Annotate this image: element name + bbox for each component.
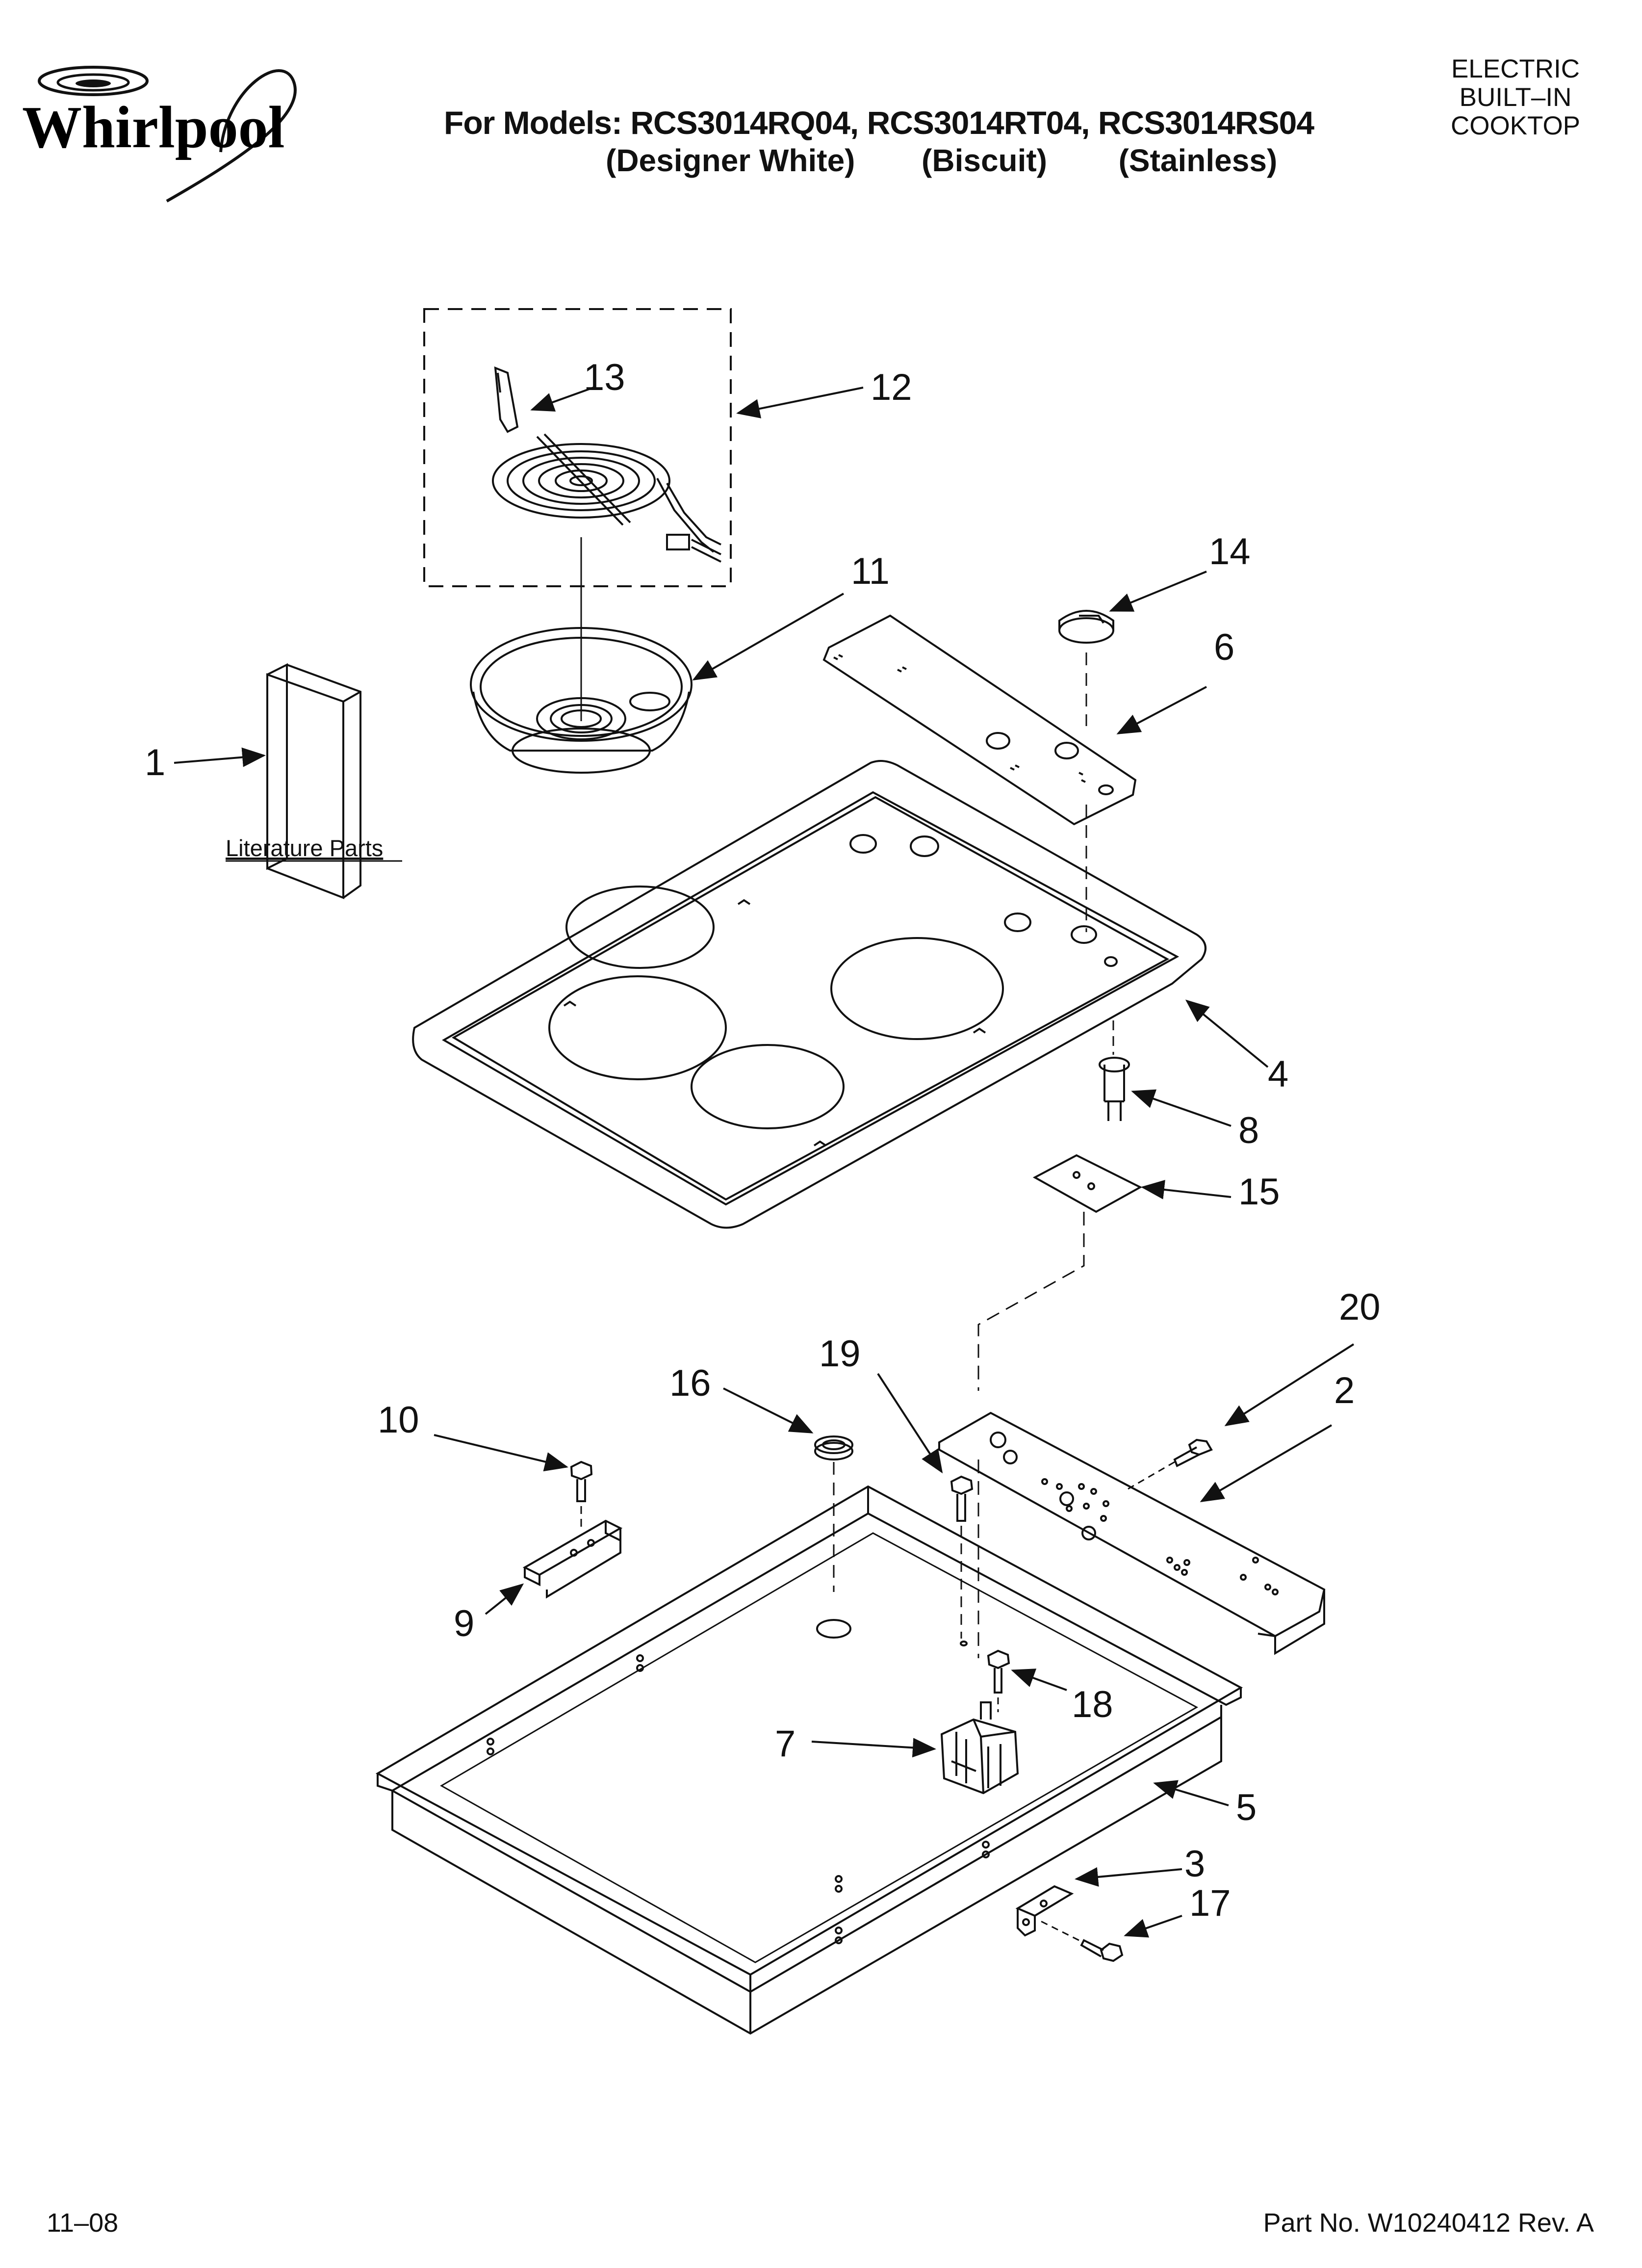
callout-9: 9 bbox=[454, 1603, 474, 1644]
callout-20: 20 bbox=[1339, 1286, 1381, 1328]
variant-designer-white: (Designer White) bbox=[606, 143, 855, 178]
bottom-box bbox=[375, 1485, 1243, 2035]
drip-bowl bbox=[470, 627, 693, 774]
control-panel-overlay bbox=[822, 614, 1137, 826]
callout-16: 16 bbox=[669, 1362, 711, 1404]
literature-parts-label: Literature Parts bbox=[226, 835, 383, 861]
indicator-light bbox=[1099, 1020, 1130, 1121]
callout-7: 7 bbox=[775, 1723, 795, 1765]
screw-10 bbox=[570, 1460, 593, 1528]
callout-6: 6 bbox=[1214, 626, 1234, 668]
literature-booklet bbox=[266, 663, 361, 899]
product-type-line-2: BUILT–IN bbox=[1459, 83, 1572, 112]
callout-10: 10 bbox=[378, 1399, 419, 1441]
revision-date: 11–08 bbox=[47, 2208, 119, 2238]
brand-name: Whirlpool bbox=[22, 94, 285, 160]
part-number: Part No. W10240412 Rev. A bbox=[1263, 2208, 1594, 2238]
surface-element-assembly bbox=[423, 308, 732, 587]
callout-5: 5 bbox=[1236, 1787, 1257, 1828]
grommet bbox=[814, 1435, 853, 1592]
switch-7 bbox=[940, 1701, 1019, 1795]
callout-13: 13 bbox=[584, 357, 625, 398]
callout-numbers: 1 2 3 4 5 6 7 8 9 10 11 12 13 14 15 16 1… bbox=[145, 357, 1381, 1924]
callout-3: 3 bbox=[1184, 1843, 1205, 1885]
knob bbox=[1058, 610, 1114, 644]
callout-17: 17 bbox=[1189, 1882, 1231, 1924]
product-type-line-3: COOKTOP bbox=[1450, 111, 1581, 140]
callout-12: 12 bbox=[871, 366, 912, 408]
screw-19 bbox=[950, 1475, 974, 1639]
cooktop-main-top bbox=[412, 760, 1206, 1229]
corner-bracket-3 bbox=[1015, 1885, 1074, 1937]
control-bracket bbox=[938, 1411, 1326, 1655]
callout-8: 8 bbox=[1238, 1110, 1259, 1151]
screw-18 bbox=[987, 1649, 1010, 1712]
product-type-line-1: ELECTRIC bbox=[1451, 54, 1580, 83]
callout-14: 14 bbox=[1209, 531, 1251, 573]
screw-20 bbox=[1128, 1438, 1213, 1490]
callout-15: 15 bbox=[1238, 1171, 1280, 1213]
variant-biscuit: (Biscuit) bbox=[922, 143, 1048, 178]
callout-11: 11 bbox=[851, 550, 890, 592]
callout-4: 4 bbox=[1268, 1053, 1288, 1095]
leader-lines bbox=[174, 387, 1355, 1938]
models-title: For Models: RCS3014RQ04, RCS3014RT04, RC… bbox=[444, 104, 1314, 141]
insulator-pad bbox=[1032, 1154, 1143, 1213]
callout-19: 19 bbox=[819, 1333, 861, 1375]
mounting-bracket-9 bbox=[522, 1519, 623, 1599]
callout-1: 1 bbox=[145, 742, 165, 783]
variant-stainless: (Stainless) bbox=[1118, 143, 1278, 178]
model-variants: (Designer White) (Biscuit) (Stainless) bbox=[606, 142, 1277, 179]
whirlpool-logo: Whirlpool bbox=[20, 54, 334, 216]
screw-17 bbox=[1039, 1920, 1124, 1962]
product-type: ELECTRIC BUILT–IN COOKTOP bbox=[1437, 55, 1594, 140]
callout-2: 2 bbox=[1334, 1370, 1355, 1411]
callout-18: 18 bbox=[1072, 1684, 1113, 1725]
